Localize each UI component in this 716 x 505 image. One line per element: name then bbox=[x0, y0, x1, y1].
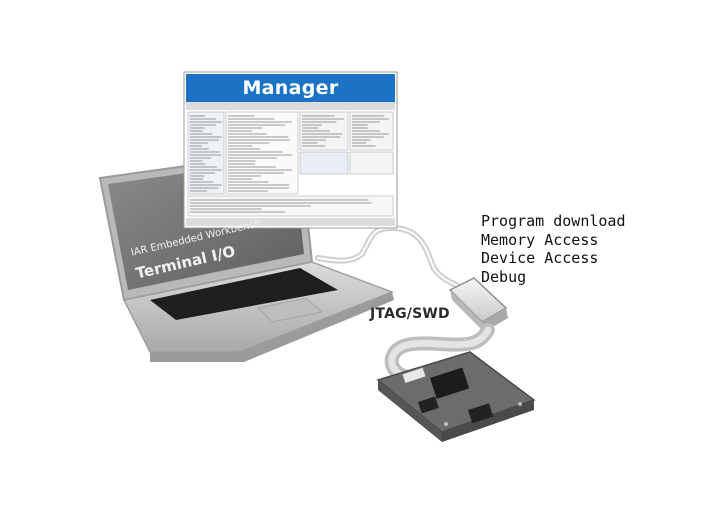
manager-window bbox=[183, 71, 398, 229]
chip-large bbox=[430, 367, 470, 399]
touchpad bbox=[256, 297, 324, 323]
keyboard-area bbox=[150, 268, 338, 320]
feature-item: Program download bbox=[481, 212, 626, 230]
window-title: Manager bbox=[242, 77, 339, 99]
header-connector bbox=[401, 366, 427, 385]
connection-label: JTAG/SWD bbox=[370, 306, 450, 322]
feature-item: Debug bbox=[481, 267, 527, 286]
chip-right bbox=[468, 403, 494, 424]
chip-small bbox=[418, 396, 439, 414]
title-bar bbox=[186, 74, 395, 102]
target-board bbox=[376, 351, 536, 442]
feature-item: Device Access bbox=[481, 249, 599, 267]
debug-probe bbox=[448, 277, 508, 332]
feature-item: Memory Access bbox=[481, 230, 599, 249]
feature-list: Program download Memory Access Device Ac… bbox=[481, 212, 626, 286]
